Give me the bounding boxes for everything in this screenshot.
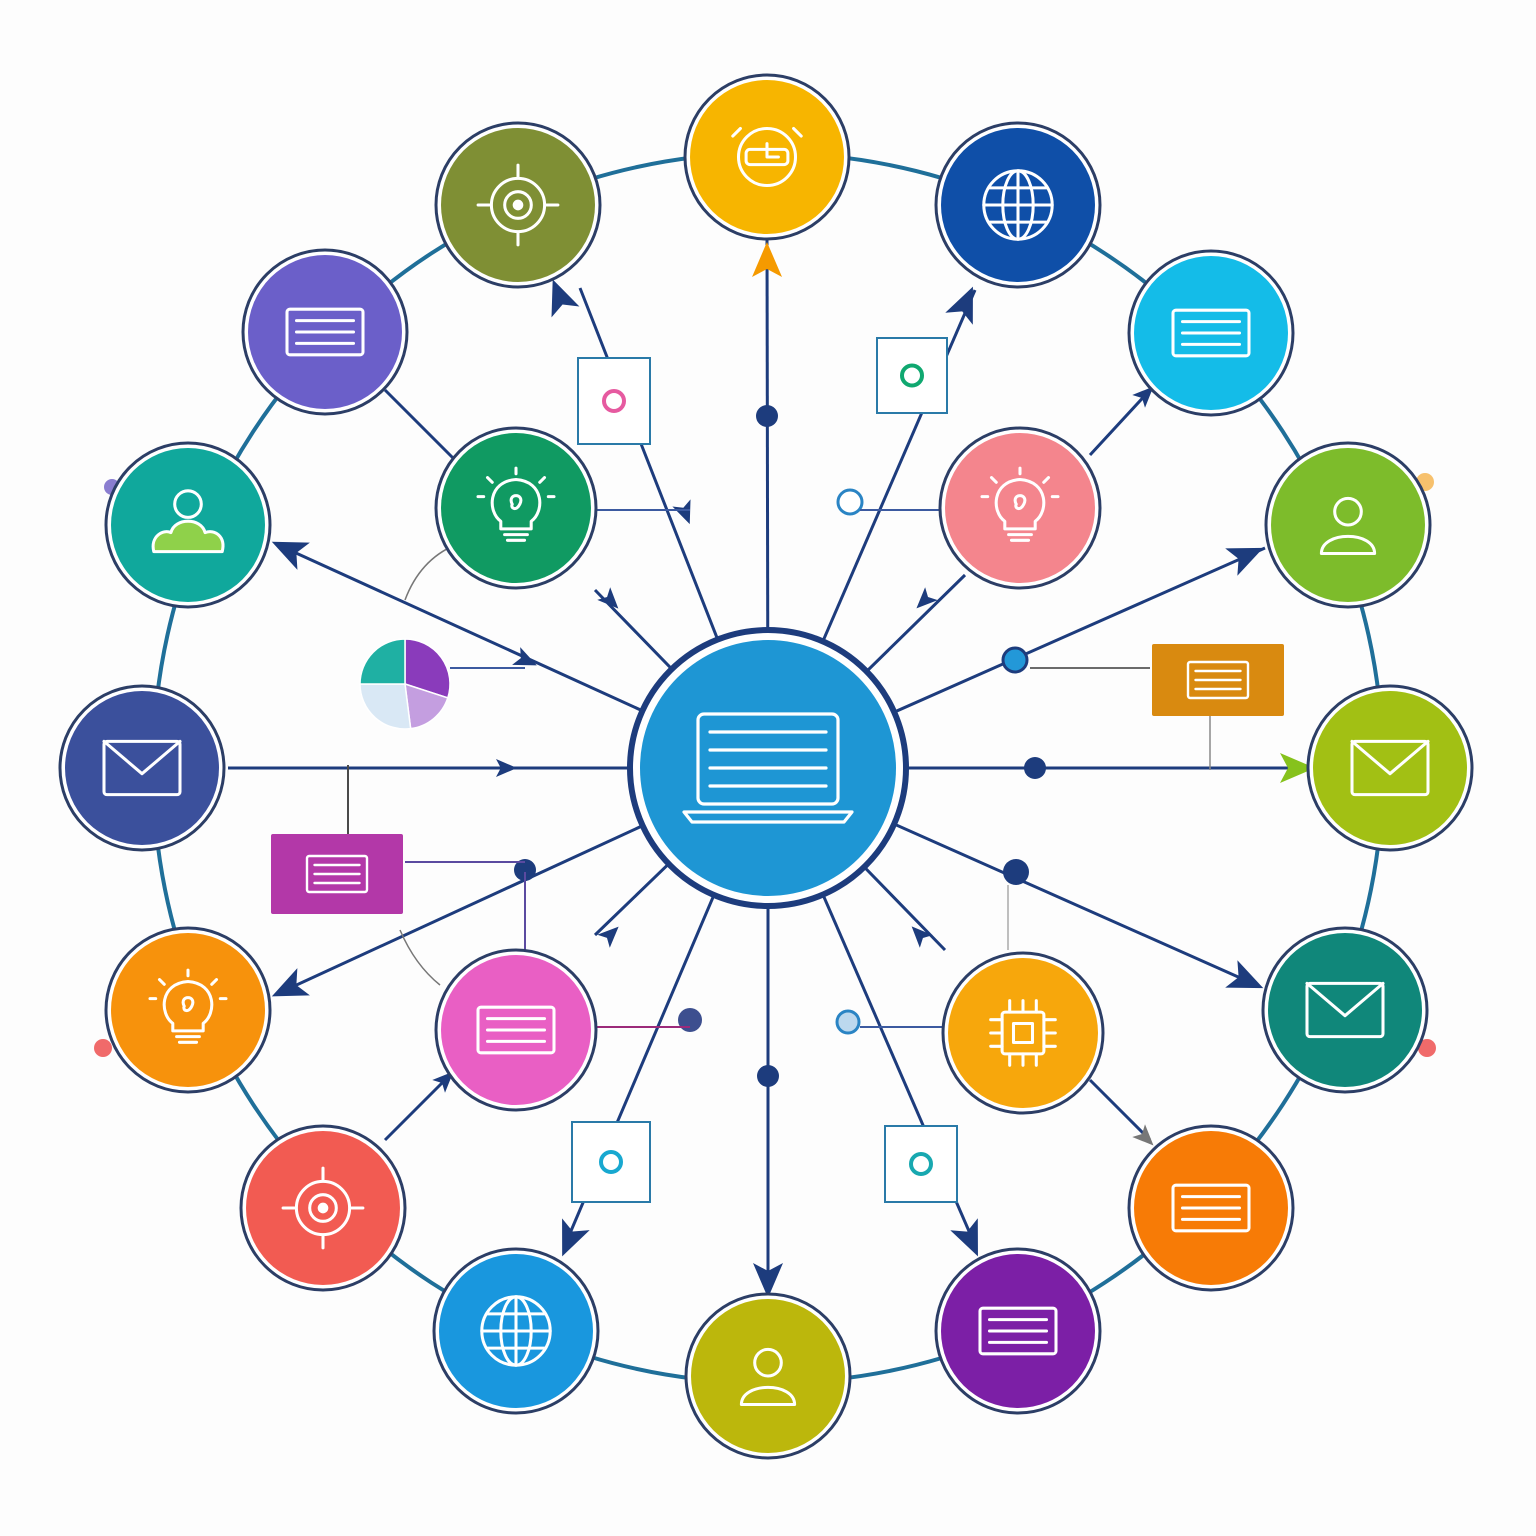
note-box: [884, 1125, 958, 1203]
outer-node-n07: [1127, 1124, 1295, 1292]
note-box: [577, 357, 651, 445]
outer-node-n11: [239, 1124, 407, 1292]
spoke-arrow-5: [1225, 547, 1264, 576]
link-curve: [399, 929, 441, 986]
spoke-arrow-4: [496, 759, 517, 777]
spoke-arrow-2: [1280, 753, 1315, 783]
document-icon: [1186, 660, 1250, 700]
cloud-user-icon: [151, 489, 225, 554]
spoke-arrow-12: [950, 1218, 978, 1257]
outer-node-n15: [241, 248, 409, 416]
inner-node-i3: [434, 948, 598, 1112]
clock-icon: [731, 126, 803, 188]
callout-box: [1152, 644, 1284, 716]
target-icon: [476, 163, 560, 247]
document-icon: [476, 1005, 556, 1055]
spoke-arrow-8: [271, 541, 310, 570]
lightbulb-icon: [148, 968, 228, 1044]
outer-node-n02: [934, 121, 1102, 289]
pie-slice: [404, 682, 449, 730]
outer-node-n09: [684, 1292, 852, 1460]
globe-icon: [982, 169, 1054, 241]
pie-slice: [359, 638, 406, 685]
connector-dot: [678, 1008, 702, 1032]
link-line: [1088, 1078, 1152, 1142]
outer-node-n05: [1306, 684, 1474, 852]
link-line: [383, 1073, 452, 1142]
spoke-arrow-9: [551, 279, 580, 318]
spoke-arrow-10: [945, 286, 973, 325]
connector-dot: [1003, 859, 1029, 885]
document-icon: [305, 854, 369, 894]
outer-node-n04: [1264, 441, 1432, 609]
pie-chart: [359, 638, 451, 730]
spoke-arrow-7: [271, 968, 310, 997]
outer-node-n03: [1127, 249, 1295, 417]
link-curve: [404, 544, 456, 601]
connector-dot: [836, 488, 864, 516]
spoke-arrow-16: [911, 926, 933, 948]
user-icon: [739, 1347, 797, 1407]
note-box: [571, 1121, 651, 1203]
connector-dot: [1024, 757, 1046, 779]
outer-node-n13: [58, 684, 226, 852]
cpu-icon: [989, 999, 1057, 1067]
connector-dot: [757, 1065, 779, 1087]
spoke-arrow-11: [562, 1218, 590, 1257]
link-line: [383, 388, 457, 462]
inner-node-i2: [938, 426, 1102, 590]
lightbulb-icon: [980, 466, 1060, 542]
spoke-arrow-6: [1225, 960, 1264, 989]
lightbulb-icon: [476, 466, 556, 542]
outer-node-n01: [683, 73, 851, 241]
outer-node-n16: [434, 121, 602, 289]
spoke-arrow-1: [752, 242, 783, 278]
outer-node-n08: [934, 1247, 1102, 1415]
document-icon: [1171, 308, 1251, 358]
spoke-arrow-14: [916, 587, 938, 609]
connector-dot: [514, 859, 536, 881]
pie-slice: [359, 683, 412, 730]
outer-node-n12: [104, 926, 272, 1094]
globe-icon: [480, 1295, 552, 1367]
hub-node: [627, 627, 909, 909]
connector-dot: [756, 405, 778, 427]
outer-node-n06: [1261, 926, 1429, 1094]
accent-dot: [1418, 1039, 1436, 1057]
callout-box: [271, 834, 403, 914]
envelope-icon: [1305, 981, 1385, 1039]
spoke-arrow-3: [753, 1263, 783, 1298]
connector-dot: [1001, 646, 1029, 674]
arrowhead: [1132, 1124, 1154, 1146]
note-box: [876, 337, 948, 414]
arrowhead: [432, 1071, 454, 1093]
outer-node-n14: [104, 441, 272, 609]
outer-node-n10: [432, 1247, 600, 1415]
envelope-icon: [1350, 739, 1430, 797]
inner-node-i4: [941, 951, 1105, 1115]
link-line: [1088, 388, 1152, 457]
connector-dot: [835, 1009, 861, 1035]
pie-slice: [404, 638, 451, 699]
user-icon: [1319, 496, 1377, 556]
arrowhead: [1132, 386, 1154, 408]
document-icon: [978, 1306, 1058, 1356]
document-icon: [285, 307, 365, 357]
spoke-arrow-13: [597, 587, 619, 609]
laptop-icon: [682, 712, 854, 824]
inner-node-i1: [434, 426, 598, 590]
target-icon: [281, 1166, 365, 1250]
document-icon: [1171, 1183, 1251, 1233]
spoke-mid-arrow-8: [512, 647, 537, 666]
envelope-icon: [102, 739, 182, 797]
spoke-arrow-15: [597, 926, 619, 948]
accent-dot: [94, 1039, 112, 1057]
spoke-mid-arrow-9: [672, 499, 691, 525]
